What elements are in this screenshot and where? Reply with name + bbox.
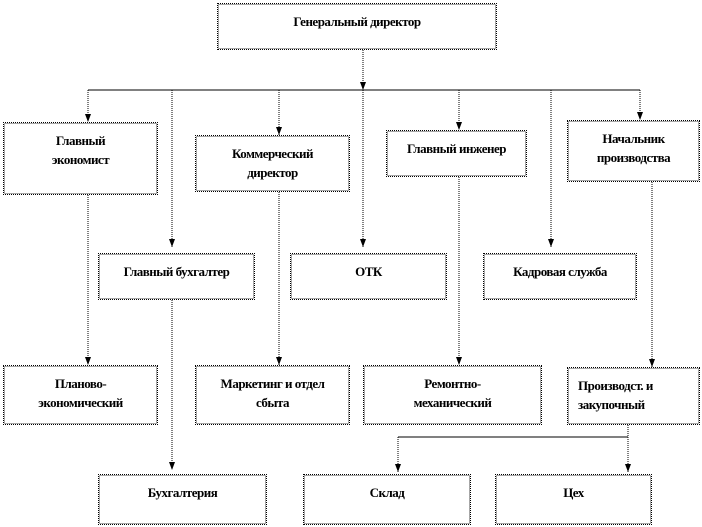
node-label: Планово-: [54, 376, 107, 391]
node-label: сбыта: [255, 395, 290, 410]
node-label: экономист: [51, 152, 110, 167]
node-label: Коммерческий: [232, 146, 313, 161]
node-label: Ремонтно-: [424, 376, 481, 391]
node-marketing: Маркетинг и отдел сбыта: [195, 365, 350, 425]
node-label: Производст. и: [578, 378, 653, 393]
node-workshop: Цех: [495, 474, 652, 525]
node-label: Кадровая служба: [513, 264, 607, 279]
node-procurement: Производст. и закупочный: [567, 367, 700, 425]
node-label: Склад: [369, 485, 405, 500]
node-planning: Планово-экономический: [3, 365, 158, 425]
node-label: директор: [247, 165, 298, 180]
node-hr: Кадровая служба: [483, 253, 637, 300]
node-warehouse: Склад: [303, 474, 471, 525]
node-otk: ОТК: [290, 253, 447, 300]
node-repair: Ремонтно-механический: [363, 365, 542, 425]
node-label: ОТК: [355, 264, 382, 279]
node-chief-engineer: Главный инженер: [386, 130, 527, 177]
node-label: Главный бухгалтер: [123, 264, 230, 279]
node-label: Генеральный директор: [293, 14, 421, 29]
node-label: экономический: [38, 395, 123, 410]
node-head-production: Начальник производства: [567, 120, 700, 182]
node-chief-economist: Главный экономист: [3, 122, 158, 195]
node-commercial-director: Коммерческий директор: [195, 135, 350, 192]
node-label: Цех: [563, 485, 584, 500]
node-chief-accountant: Главный бухгалтер: [98, 253, 255, 300]
node-ceo: Генеральный директор: [217, 3, 497, 50]
node-label: механический: [413, 395, 492, 410]
node-label: Главный инженер: [407, 141, 507, 156]
node-accounting: Бухгалтерия: [98, 474, 267, 525]
node-label: закупочный: [578, 397, 645, 412]
node-label: Начальник: [602, 131, 665, 146]
node-label: Маркетинг и отдел: [220, 376, 325, 391]
node-label: Главный: [55, 133, 106, 148]
node-label: Бухгалтерия: [147, 485, 218, 500]
node-label: производства: [596, 150, 671, 165]
